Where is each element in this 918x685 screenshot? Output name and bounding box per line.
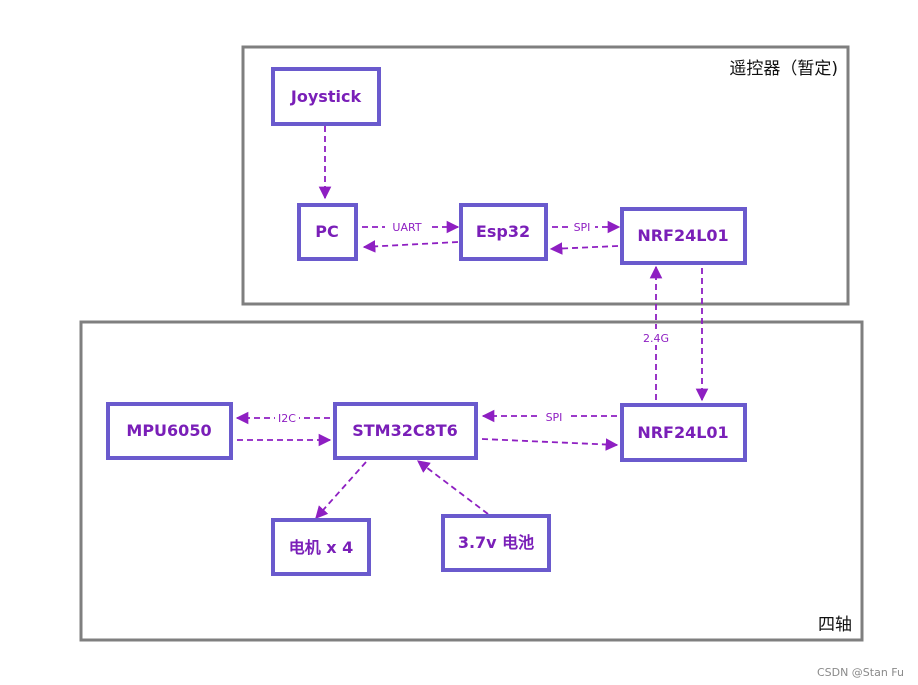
edge-label-radio: 2.4G <box>643 332 669 345</box>
node-motor-label: 电机 x 4 <box>289 538 354 557</box>
node-pc: PC <box>297 203 358 261</box>
node-joystick-label: Joystick <box>290 87 362 106</box>
node-battery: 3.7v 电池 <box>441 514 551 572</box>
group-remote-controller: 遥控器（暂定) <box>241 45 850 306</box>
edge-stm-motor <box>315 461 367 519</box>
node-battery-label: 3.7v 电池 <box>458 533 534 552</box>
group-remote-label: 遥控器（暂定) <box>729 59 838 79</box>
node-esp32: Esp32 <box>459 203 548 261</box>
node-nrf24l01-bottom-label: NRF24L01 <box>637 423 728 442</box>
edge-labels: UART SPI 2.4G I2C SPI <box>275 219 675 426</box>
node-pc-label: PC <box>315 222 338 241</box>
edge-esp32-pc <box>362 240 459 253</box>
node-joystick: Joystick <box>271 67 381 126</box>
node-mpu6050: MPU6050 <box>106 402 233 460</box>
node-stm32c8t6-label: STM32C8T6 <box>352 421 458 440</box>
edge-label-spi-bottom: SPI <box>546 411 563 424</box>
node-motor: 电机 x 4 <box>271 518 371 576</box>
edge-nrf-top-esp32 <box>549 242 619 255</box>
watermark: CSDN @Stan Fu <box>817 666 904 679</box>
node-stm32c8t6: STM32C8T6 <box>333 402 478 460</box>
node-mpu6050-label: MPU6050 <box>126 421 211 440</box>
edge-battery-stm <box>416 460 489 515</box>
node-nrf24l01-top: NRF24L01 <box>620 207 747 265</box>
edge-label-i2c: I2C <box>278 412 296 425</box>
node-esp32-label: Esp32 <box>476 222 530 241</box>
group-quadcopter: 四轴 <box>79 320 864 642</box>
edge-label-spi-top: SPI <box>574 221 591 234</box>
group-quad-label: 四轴 <box>818 615 852 635</box>
node-nrf24l01-top-label: NRF24L01 <box>637 226 728 245</box>
edge-stm-nrf-bottom <box>481 438 619 451</box>
node-nrf24l01-bottom: NRF24L01 <box>620 403 747 462</box>
edge-label-uart: UART <box>392 221 421 234</box>
